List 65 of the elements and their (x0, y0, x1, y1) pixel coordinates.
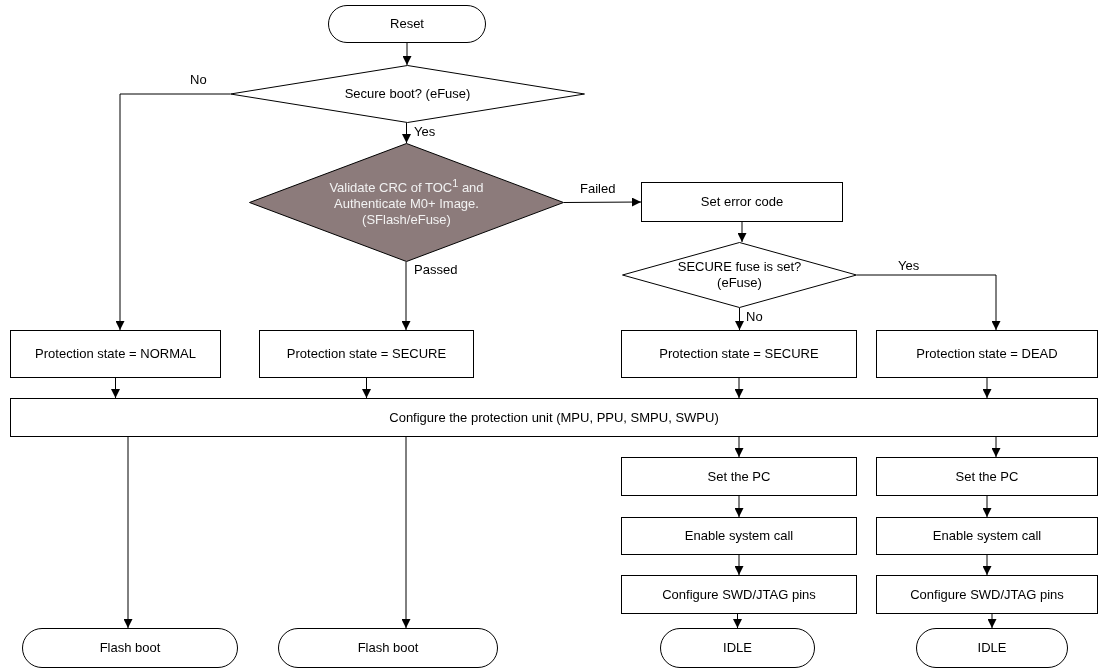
step-label: Reset (390, 16, 424, 32)
arrow (563, 197, 642, 207)
process-box (876, 330, 1098, 378)
edge-label: Failed (578, 181, 618, 196)
arrow (734, 436, 744, 458)
process-box (621, 517, 857, 555)
decision-label: Validate CRC of TOC$^{1}$ and Authenticate M0+ Image. (SFlash/eFuse) (328, 177, 485, 228)
step-label: Protection state = DEAD (916, 346, 1058, 362)
process-box (876, 457, 1098, 496)
process-box (621, 330, 857, 378)
process-box (641, 182, 843, 222)
step-label: Protection state = NORMAL (35, 346, 196, 362)
edge-label: Passed (412, 262, 460, 277)
step-label: Enable system call (684, 528, 794, 544)
step-label: Configure SWD/JTAG pins (662, 586, 816, 603)
arrow (734, 495, 744, 518)
step-label: IDLE (723, 640, 752, 656)
step-label: IDLE (977, 640, 1007, 656)
process-box (876, 517, 1098, 555)
decision-label: Secure boot? (eFuse) (344, 86, 471, 102)
step-label: Protection state = SECURE (659, 346, 819, 362)
step-label: Set the PC (707, 468, 771, 485)
arrow (734, 377, 744, 399)
process-box (621, 457, 857, 496)
arrow (856, 274, 1001, 331)
step-label: Protection state = SECURE (286, 346, 447, 362)
arrow (982, 495, 992, 518)
arrow (737, 221, 747, 243)
process-box (259, 330, 474, 378)
step-label: Configure the protection unit (MPU, PPU, SMPU, SWPU) (389, 409, 719, 426)
terminal-box (660, 628, 815, 668)
arrow (401, 261, 411, 331)
edge-label: No (744, 309, 765, 324)
step-label: Flash boot (99, 640, 161, 656)
arrow (982, 377, 992, 399)
arrow (401, 436, 411, 629)
terminal-box (278, 628, 498, 668)
terminal-box (916, 628, 1068, 668)
decision-label: SECURE fuse is set? (eFuse) (676, 259, 803, 291)
arrow (987, 613, 997, 629)
arrow (734, 554, 744, 576)
terminal-box (328, 5, 486, 43)
arrow (733, 613, 742, 629)
arrow (111, 377, 120, 399)
process-box (876, 575, 1098, 614)
arrow (362, 377, 371, 399)
arrow (402, 42, 412, 66)
arrow (123, 436, 133, 629)
edge-label: Yes (896, 258, 922, 273)
step-label: Enable system call (932, 528, 1042, 544)
arrow (402, 122, 411, 144)
arrow (115, 93, 231, 331)
step-label: Flash boot (357, 640, 419, 656)
arrow (982, 554, 992, 576)
process-box (10, 330, 221, 378)
arrow (991, 436, 1001, 458)
terminal-box (22, 628, 238, 668)
step-label: Set error code (700, 194, 784, 210)
process-box (10, 398, 1098, 437)
step-label: Configure SWD/JTAG pins (910, 586, 1064, 603)
arrow (735, 307, 744, 331)
edge-label: No (188, 72, 209, 87)
step-label: Set the PC (955, 468, 1019, 485)
process-box (621, 575, 857, 614)
edge-label: Yes (412, 124, 438, 139)
